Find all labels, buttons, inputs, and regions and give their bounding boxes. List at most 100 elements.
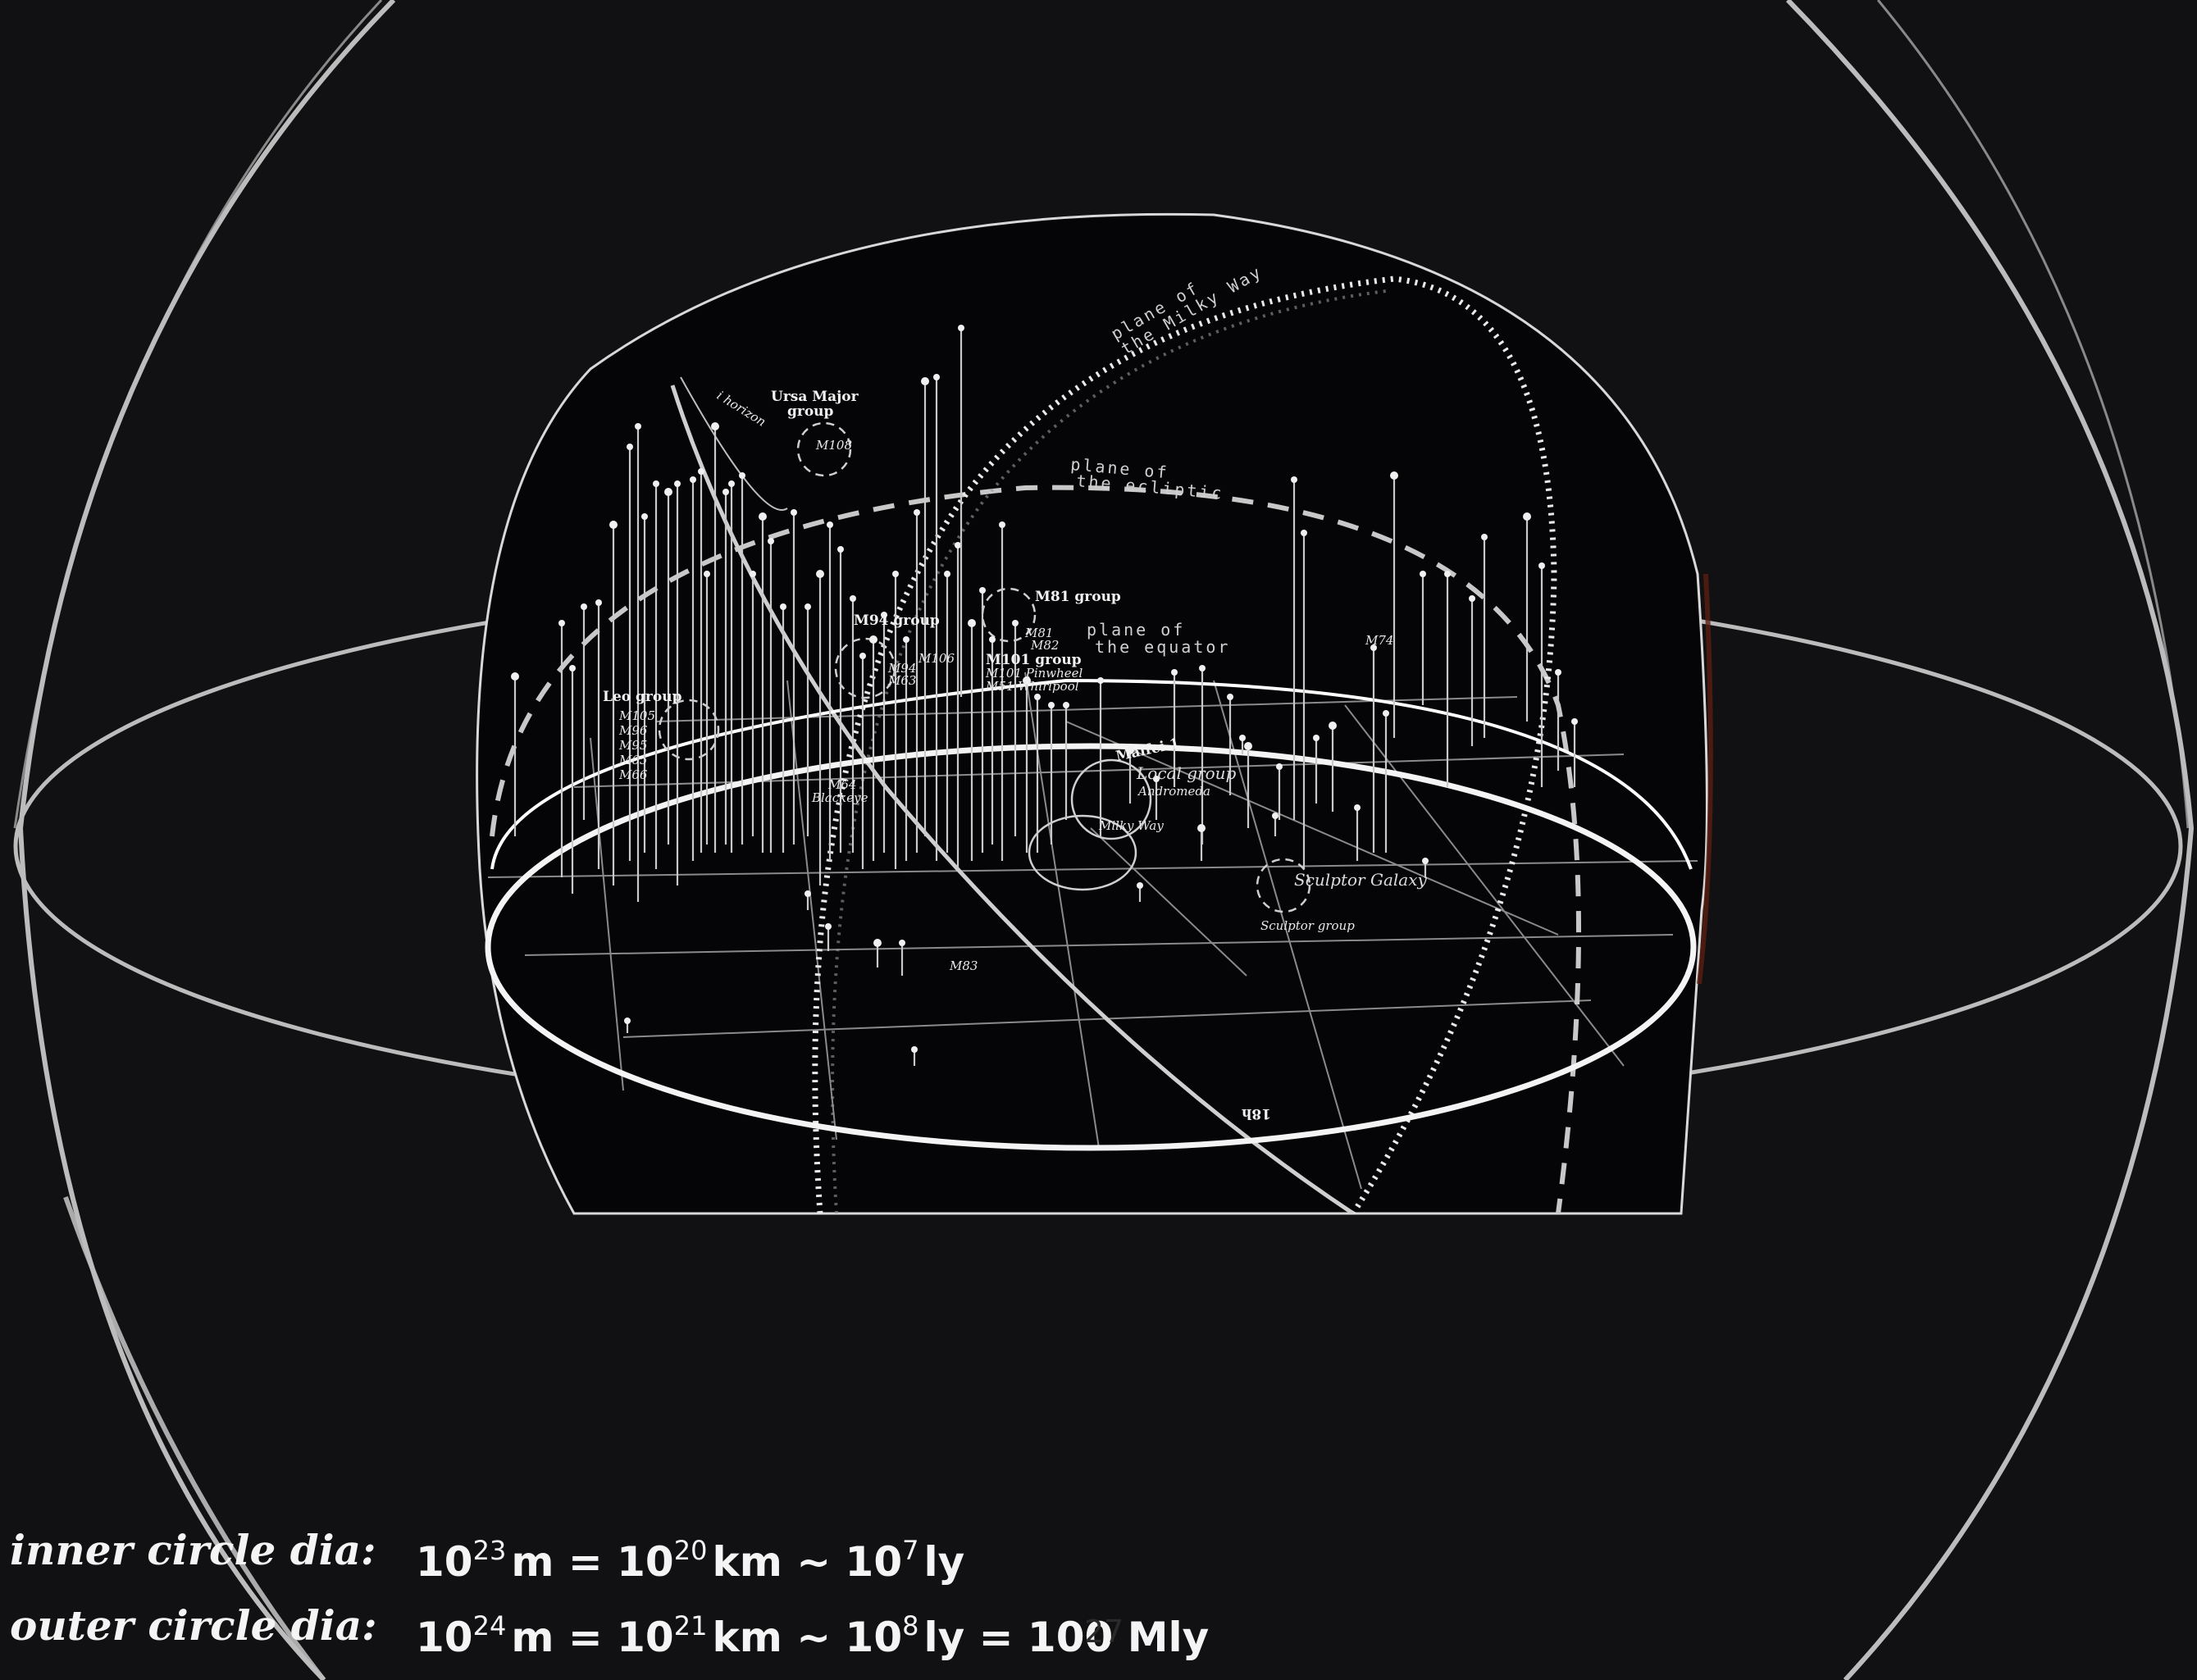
galaxy-marker	[899, 940, 905, 946]
galaxy-marker	[837, 546, 844, 553]
galaxy-marker	[999, 521, 1005, 528]
galaxy-marker	[1012, 620, 1019, 626]
label-m101: M101 Pinwheel	[985, 666, 1083, 681]
galaxy-marker	[1239, 735, 1246, 741]
galaxy-marker	[1523, 512, 1531, 521]
label-sculptor-galaxy: Sculptor Galaxy	[1294, 870, 1427, 890]
label-m96: M96	[618, 723, 648, 738]
inner-sphere-outline	[476, 212, 1708, 1215]
label-m83: M83	[949, 958, 978, 973]
galaxy-marker	[850, 595, 856, 602]
galaxy-marker	[914, 509, 920, 516]
label-m81-group: M81 group	[1035, 589, 1121, 605]
galaxy-marker	[722, 489, 729, 495]
label-leo-group: Leo group	[603, 689, 682, 705]
label-equator-2: the equator	[1095, 637, 1230, 657]
ursa-major-circle	[796, 421, 852, 477]
galaxy-marker	[1354, 804, 1361, 811]
galaxy-marker	[1023, 676, 1031, 685]
galaxy-marker	[750, 571, 756, 577]
galaxy-marker	[780, 603, 786, 610]
galaxy-stems	[511, 325, 1578, 1066]
galaxy-marker	[1063, 702, 1069, 708]
galaxy-marker	[569, 665, 576, 672]
label-m63: M63	[887, 673, 916, 688]
galaxy-marker	[1272, 813, 1279, 819]
galaxy-marker	[768, 538, 774, 544]
galaxy-marker	[739, 472, 745, 479]
galaxy-marker	[1555, 669, 1561, 676]
galaxy-marker	[674, 480, 681, 487]
galaxy-marker	[989, 636, 996, 643]
galaxy-marker	[903, 636, 909, 643]
galaxy-marker	[944, 571, 950, 577]
galaxy-marker	[704, 571, 710, 577]
page-number: 27	[1084, 1614, 1124, 1650]
label-ursa-major: Ursa Major	[771, 389, 859, 405]
galaxy-marker	[1291, 476, 1297, 483]
galaxy-marker	[892, 571, 899, 577]
galaxy-marker	[728, 480, 735, 487]
galaxy-marker	[1390, 471, 1398, 480]
galaxy-marker	[624, 1018, 631, 1024]
label-m51: M51 Whirlpool	[985, 679, 1079, 694]
galaxy-marker	[1153, 776, 1160, 782]
galaxy-marker	[1370, 644, 1377, 651]
leo-group-circle	[658, 699, 720, 761]
galaxy-marker	[1444, 571, 1451, 577]
galaxy-marker	[627, 444, 633, 450]
galaxy-marker	[1329, 722, 1337, 730]
galaxy-marker	[921, 377, 929, 385]
outer-circle-key: outer circle dia:	[10, 1601, 377, 1650]
outer-circle-right-arc	[1785, 0, 2195, 1680]
galaxy-marker	[690, 476, 696, 483]
horizon-line	[670, 385, 1355, 1213]
galaxy-marker	[1034, 694, 1041, 700]
galaxy-marker	[873, 939, 882, 947]
galaxy-marker	[825, 923, 832, 930]
galaxy-marker	[968, 619, 976, 627]
galaxy-marker	[759, 512, 767, 521]
galaxy-marker	[1197, 824, 1206, 832]
galaxy-marker	[1244, 742, 1252, 750]
label-equator-1: plane of	[1087, 620, 1185, 640]
galaxy-marker	[958, 325, 964, 331]
label-m108: M108	[815, 438, 852, 453]
label-local-group: Local group	[1136, 763, 1236, 783]
galaxy-marker	[595, 599, 602, 606]
label-m94: M94	[887, 661, 916, 676]
galaxy-marker	[955, 542, 961, 549]
galaxy-marker	[635, 423, 641, 430]
galaxy-marker	[827, 521, 833, 528]
galaxy-marker	[859, 653, 866, 659]
sculptor-group-circle	[1256, 858, 1311, 913]
label-m64: M64	[827, 777, 856, 792]
local-group-circle	[1070, 758, 1152, 840]
galaxy-marker	[1097, 677, 1104, 684]
galaxy-marker	[1171, 669, 1178, 676]
label-blackeye: Blackeye	[811, 790, 868, 805]
galaxy-marker	[881, 612, 887, 618]
galaxy-marker	[805, 603, 811, 610]
galaxy-marker	[979, 587, 986, 594]
label-andromeda: Andromeda	[1137, 784, 1210, 799]
label-18h: 18h	[1242, 1105, 1271, 1122]
galaxy-marker	[1199, 665, 1206, 672]
galaxy-marker	[609, 521, 618, 529]
milky-way-plane-line	[812, 275, 1557, 1213]
galaxy-marker	[1469, 595, 1475, 602]
label-milky-way: Milky Way	[1098, 818, 1164, 833]
inner-dome	[476, 212, 1713, 1215]
galaxy-marker	[791, 509, 797, 516]
galaxy-marker	[1383, 710, 1389, 717]
galaxy-marker	[1137, 882, 1143, 889]
ecliptic-plane-line	[490, 485, 1581, 1213]
galaxy-marker	[581, 603, 587, 610]
galaxy-marker	[1571, 718, 1578, 725]
galaxy-marker	[1420, 571, 1426, 577]
label-m106: M106	[918, 651, 955, 666]
